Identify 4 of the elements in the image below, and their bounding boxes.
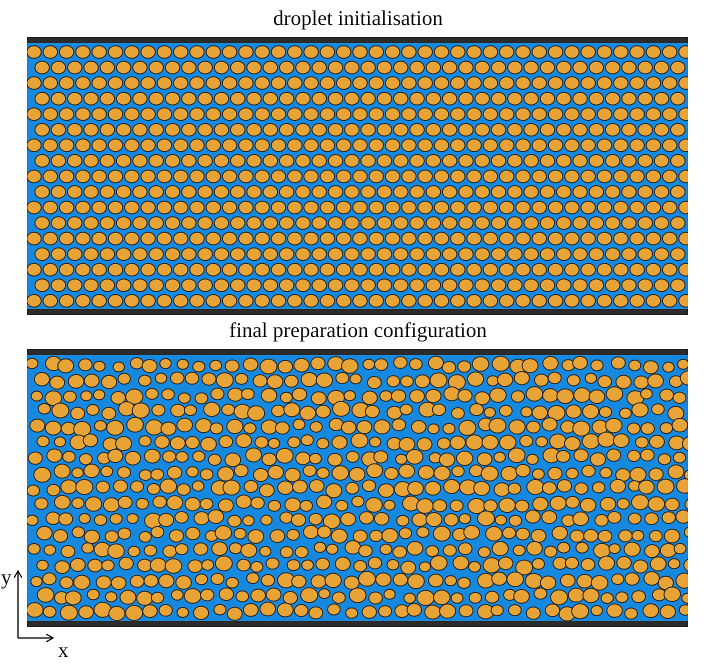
panel-title: droplet initialisation: [273, 8, 443, 29]
axis-label: x: [58, 640, 68, 661]
axis-label: y: [1, 567, 12, 588]
panel-title: final preparation configuration: [229, 320, 487, 341]
